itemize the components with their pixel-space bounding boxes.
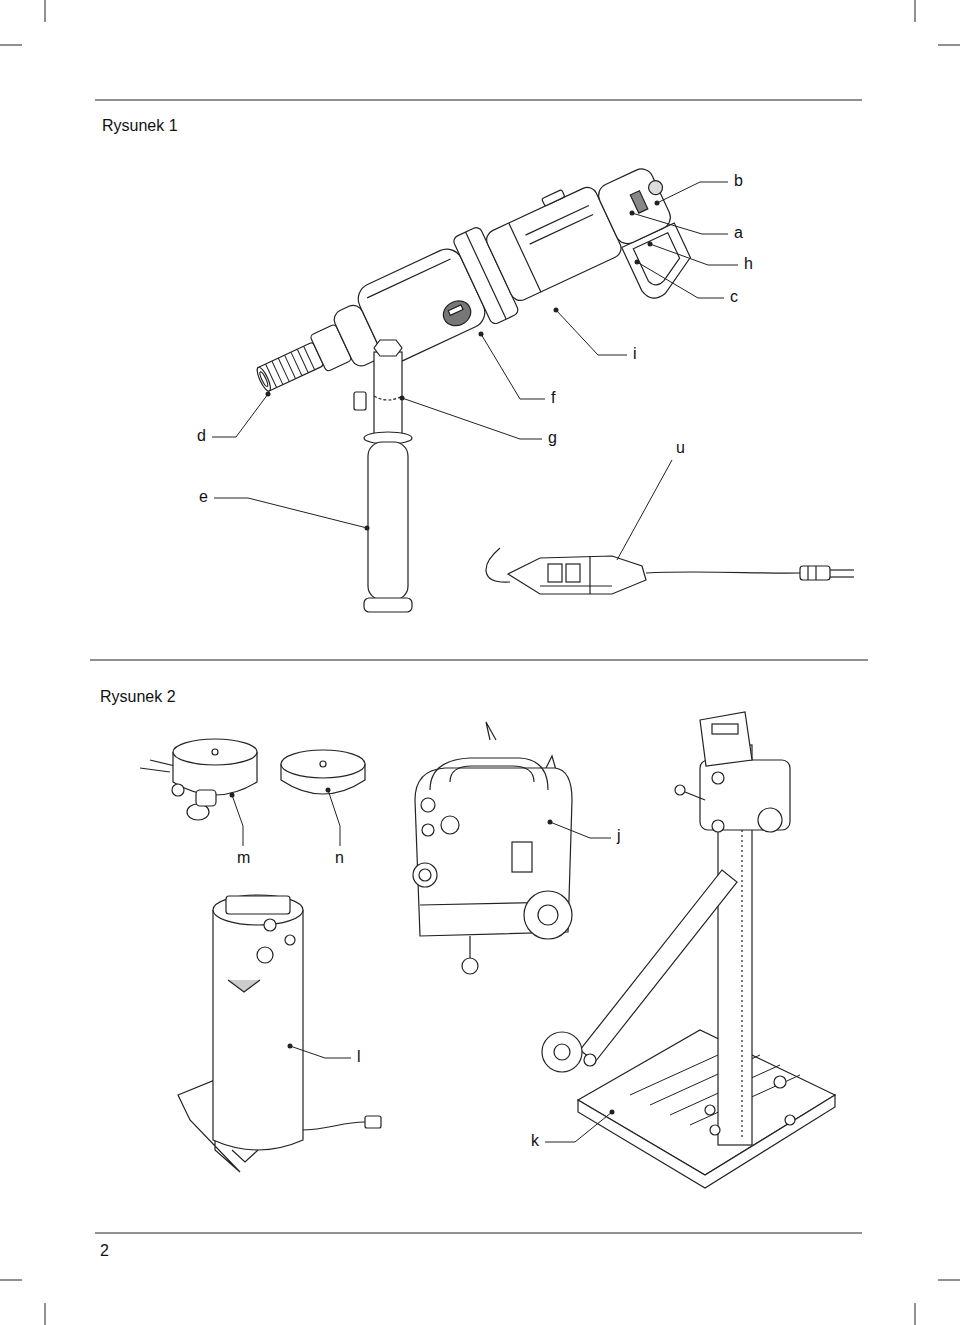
vacuum-plate <box>140 739 257 820</box>
callout-letter: m <box>237 849 250 867</box>
callout-letter: j <box>617 827 621 845</box>
callout-letter: u <box>676 439 685 457</box>
rules <box>90 100 868 1233</box>
side-handle <box>354 340 412 612</box>
prcd-cable <box>486 548 854 594</box>
figure-heading: Rysunek 1 <box>102 117 178 135</box>
callout-letter: n <box>335 849 344 867</box>
disc <box>281 750 365 794</box>
callout-letter: k <box>531 1132 539 1150</box>
callout-letter: i <box>633 345 637 363</box>
callout-letter: c <box>730 288 738 306</box>
leader-lines <box>212 182 738 1142</box>
callout-letter: g <box>548 429 557 447</box>
callout-letter: f <box>551 389 555 407</box>
callout-letter: e <box>199 488 208 506</box>
callout-letter: b <box>734 172 743 190</box>
callout-letter: d <box>197 427 206 445</box>
callout-letter: h <box>744 255 753 273</box>
drill-stand <box>542 712 835 1188</box>
figure-heading: Rysunek 2 <box>100 688 176 706</box>
callout-letter: l <box>357 1048 361 1066</box>
callout-letter: a <box>734 224 743 242</box>
water-tank <box>178 895 381 1172</box>
page-number: 2 <box>100 1242 109 1260</box>
core-drill <box>240 148 705 465</box>
vacuum-cleaner <box>413 722 572 974</box>
leader-dots <box>230 201 660 1115</box>
